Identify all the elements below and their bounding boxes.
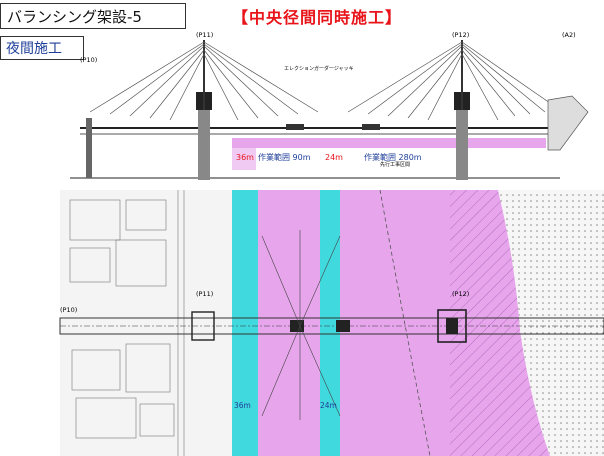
plan-traveler-right <box>336 320 350 332</box>
cables-p12 <box>347 41 561 121</box>
plan-view: (P10) (P11) (P12) 36m 24m <box>59 189 604 456</box>
elev-dim-24m: 24m <box>325 153 343 162</box>
pier-p11 <box>198 110 210 180</box>
elev-pier-label-p10: (P10) <box>80 56 97 64</box>
plan-pier-p12 <box>437 309 467 343</box>
plan-dim-24m: 24m <box>320 401 337 410</box>
plan-pier-p12-core <box>446 318 458 334</box>
elevation-zone-left <box>232 138 350 148</box>
plan-pier-label-p10: (P10) <box>60 306 77 314</box>
plan-dim-36m: 36m <box>234 401 251 410</box>
night-construction-label: 夜間施工 <box>6 41 62 57</box>
traveler-right <box>362 124 380 130</box>
slide-title: バランシング架設-5 <box>7 8 142 26</box>
plan-traveler-left <box>290 320 304 332</box>
plan-zone-magenta-left <box>258 190 320 456</box>
city-blocks <box>69 190 185 456</box>
elev-zone-280m: 作業範囲 280m <box>364 152 422 162</box>
elev-pier-label-p11: (P11) <box>196 31 213 39</box>
traveler-left <box>286 124 304 130</box>
elev-pier-label-p12: (P12) <box>452 31 469 39</box>
plan-pier-label-p11: (P11) <box>196 290 213 298</box>
plan-zone-cyan-center <box>320 190 340 456</box>
plan-pier-label-p12: (P12) <box>452 290 469 298</box>
plan-pier-p11 <box>191 311 215 341</box>
elev-pier-label-a2: (A2) <box>562 31 576 39</box>
slide-title-box: バランシング架設-5 <box>0 3 186 29</box>
elev-dim-36m: 36m <box>236 153 254 162</box>
cables-p11 <box>89 41 319 121</box>
plan-zone-magenta-right <box>340 190 450 456</box>
abutment-a2 <box>547 95 589 151</box>
elev-annotation-section: 先行工事区間 <box>380 161 410 168</box>
central-span-title: 【中央径間同時施工】 <box>232 8 403 27</box>
plan-dashed-line <box>379 189 431 456</box>
elev-annotation-jack: エレクションガーダージャッキ <box>284 65 354 72</box>
elevation-band-a <box>232 148 256 170</box>
plan-zone-cyan-left <box>232 190 258 456</box>
night-construction-box: 夜間施工 <box>0 36 84 60</box>
pier-p12 <box>456 110 468 180</box>
elev-zone-90m: 作業範囲 90m <box>258 152 311 162</box>
plan-hatched-area <box>450 190 550 456</box>
pier-p10 <box>86 118 92 178</box>
plan-cable-fan <box>261 230 341 420</box>
elevation-view: (P11) (P12) (A2) (P10) エレクションガーダージャッキ 先行… <box>70 31 589 180</box>
elevation-zone-right <box>350 138 546 148</box>
plan-terrain <box>498 190 604 456</box>
